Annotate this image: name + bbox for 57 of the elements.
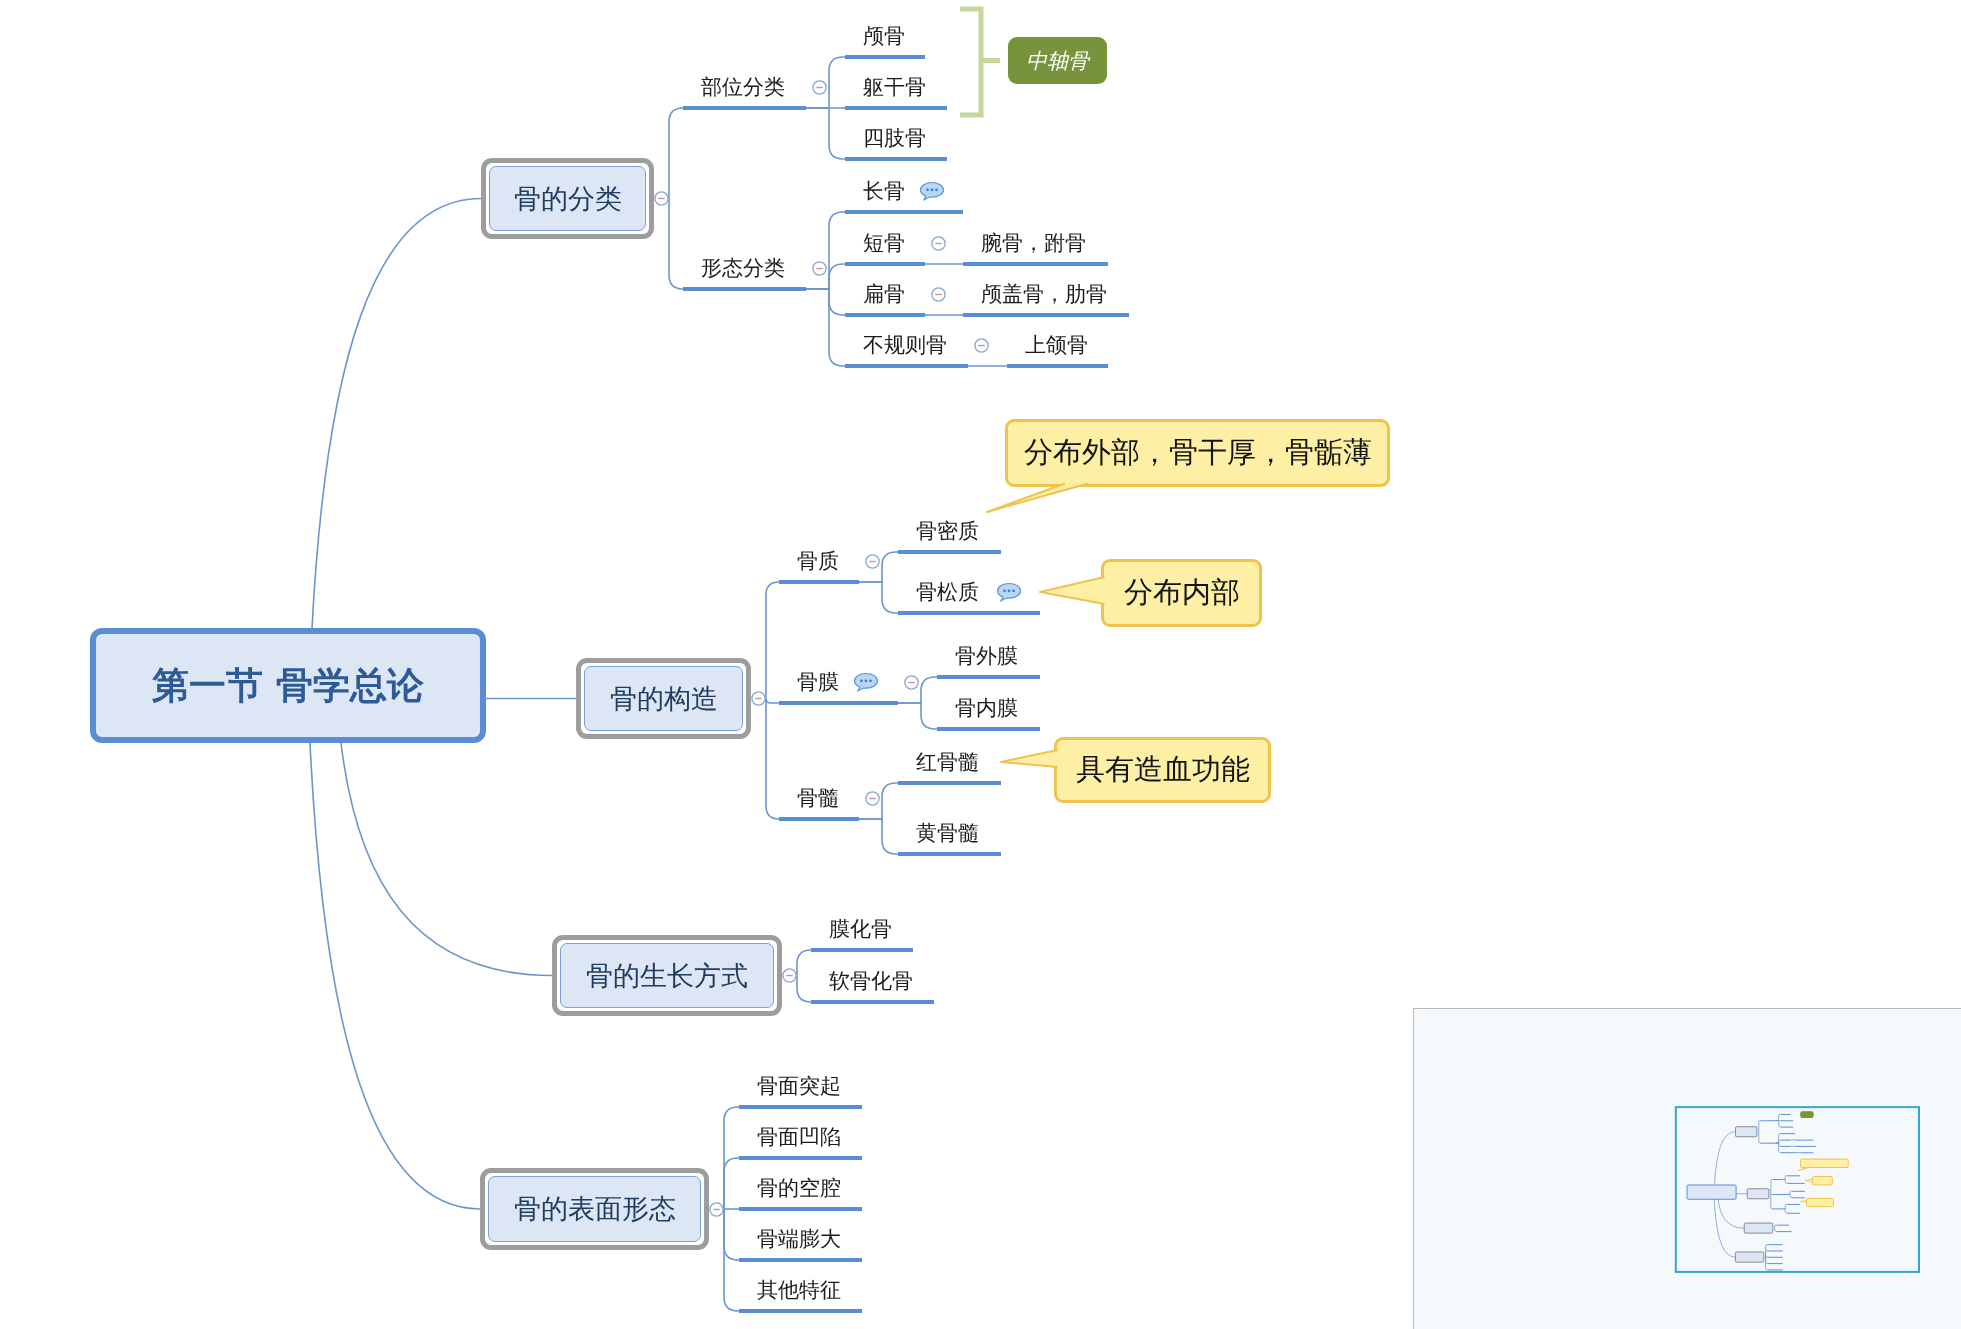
callout-pointer <box>1039 576 1106 605</box>
branch-line <box>668 197 684 290</box>
callout-box: 分布内部 <box>1101 559 1262 627</box>
topic-label: 红骨髓 <box>916 749 979 776</box>
branch-line <box>765 697 780 820</box>
topic-label: 骨的生长方式 <box>560 943 774 1008</box>
topic-label: 骨外膜 <box>955 643 1018 670</box>
topic-label: 骨面突起 <box>757 1073 841 1100</box>
branch-line <box>723 1208 740 1210</box>
topic-label: 骨髓 <box>797 785 839 812</box>
topic-label: 躯干骨 <box>863 74 926 101</box>
topic-label: 颅盖骨，肋骨 <box>981 281 1107 308</box>
branch-line <box>967 365 1008 367</box>
topic-label: 形态分类 <box>701 255 785 282</box>
topic-label: 颅骨 <box>863 23 905 50</box>
topic-label: 不规则骨 <box>863 332 947 359</box>
topic-label: 骨内膜 <box>955 695 1018 722</box>
branch-line <box>897 702 938 730</box>
topic-label: 短骨 <box>863 230 905 257</box>
branch-curve <box>485 697 577 700</box>
topic-label: 骨端膨大 <box>757 1226 841 1253</box>
callout-pointer <box>1000 749 1059 768</box>
topic-label: 骨的构造 <box>584 666 743 731</box>
branch-line <box>668 107 684 200</box>
topic-label: 上颌骨 <box>1025 332 1088 359</box>
branch-line <box>858 581 899 614</box>
central-topic: 第一节 骨学总论 <box>90 628 486 743</box>
topic-label: 部位分类 <box>701 74 785 101</box>
branch-line <box>924 263 964 265</box>
topic-label: 骨膜 <box>797 669 839 696</box>
topic-label: 软骨化骨 <box>829 968 913 995</box>
topic-label: 骨的分类 <box>489 166 646 231</box>
topic-label: 扁骨 <box>863 281 905 308</box>
topic-label: 长骨 <box>863 178 905 205</box>
branch-line <box>723 1157 740 1210</box>
topic-label: 骨松质 <box>916 579 979 606</box>
branch-line <box>796 949 812 977</box>
summary-tag: 中轴骨 <box>1008 37 1107 84</box>
topic-label: 骨的空腔 <box>757 1175 841 1202</box>
branch-line <box>858 818 899 855</box>
topic-label: 黄骨髓 <box>916 820 979 847</box>
topic-label: 四肢骨 <box>863 125 926 152</box>
topic-label: 骨面凹陷 <box>757 1124 841 1151</box>
branch-line <box>765 581 780 700</box>
branch-curve <box>340 742 553 977</box>
topic-label: 腕骨，跗骨 <box>981 230 1086 257</box>
topic-label: 骨质 <box>797 548 839 575</box>
callout-pointer <box>986 482 1089 513</box>
topic-label: 骨的表面形态 <box>488 1176 701 1242</box>
topic-label: 骨密质 <box>916 518 979 545</box>
topic-label: 其他特征 <box>757 1277 841 1304</box>
branch-line <box>796 974 812 1003</box>
branch-curve <box>309 742 481 1210</box>
callout-box: 具有造血功能 <box>1054 737 1271 803</box>
branch-curve <box>311 197 482 629</box>
branch-line <box>924 314 964 316</box>
topic-label: 膜化骨 <box>829 916 892 943</box>
